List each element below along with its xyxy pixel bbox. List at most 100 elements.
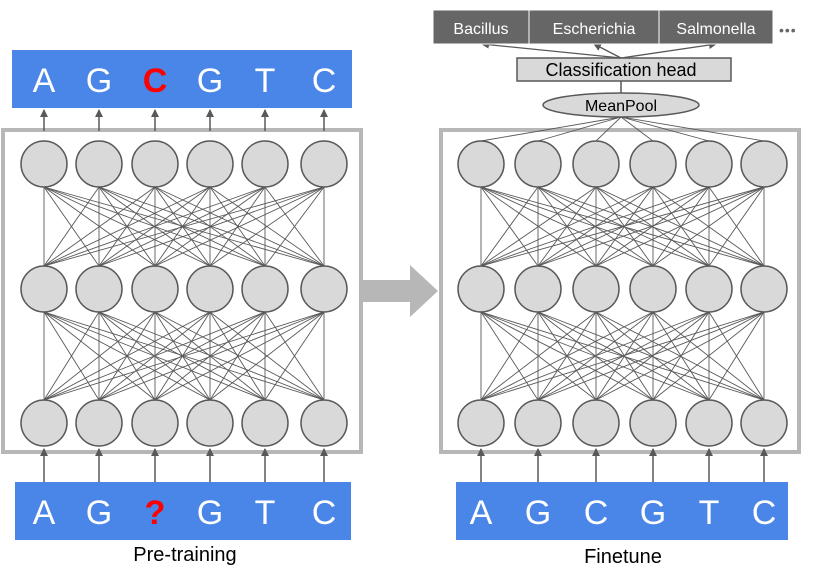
finetune-edge — [652, 186, 765, 267]
pretraining-node-l2-5 — [241, 265, 289, 313]
pretraining-input-token-6: C — [312, 494, 337, 532]
pretraining-input-token-3: ? — [145, 494, 166, 532]
pretraining-node-l3-5 — [241, 399, 289, 447]
pretraining-edge — [43, 311, 156, 401]
finetune-edge — [537, 186, 765, 267]
finetune-node-l1-6 — [740, 140, 788, 188]
finetune-node-l2-1 — [457, 265, 505, 313]
finetune-input-token-5: T — [699, 494, 720, 532]
finetune-nodes — [457, 140, 788, 447]
finetune-edges — [480, 186, 765, 401]
pretraining-input-token-2: G — [86, 494, 112, 532]
head-to-class-arrows — [481, 40, 717, 59]
pretraining-node-l2-1 — [20, 265, 68, 313]
pretraining-node-l1-3 — [131, 140, 179, 188]
finetune-edge — [480, 186, 710, 267]
pretraining-edge — [43, 186, 325, 267]
finetune-model — [439, 116, 801, 454]
finetune-edge — [480, 186, 654, 267]
pretraining-caption: Pre-training — [133, 544, 236, 566]
finetune-meanpool-edges — [480, 116, 765, 142]
finetune-input-token-4: G — [640, 494, 666, 532]
finetune-to-meanpool-edge — [620, 116, 654, 142]
pretraining-edge — [264, 311, 325, 401]
pretraining-node-l1-5 — [241, 140, 289, 188]
finetune-node-l1-5 — [685, 140, 733, 188]
pretraining-edge — [209, 311, 325, 401]
class-label-bacillus: Bacillus — [453, 21, 508, 38]
pretraining-nodes — [20, 140, 348, 447]
finetune-node-l2-5 — [685, 265, 733, 313]
pretraining-edges — [43, 186, 325, 401]
finetune-edge — [480, 311, 539, 401]
finetune-input-arrows — [477, 448, 768, 482]
finetune-edge — [480, 186, 765, 267]
finetune-to-meanpool-edge — [620, 116, 710, 142]
pretraining-node-l1-2 — [75, 140, 123, 188]
finetune-edge — [480, 311, 765, 401]
meanpool-label: MeanPool — [585, 98, 657, 115]
finetune-input-token-1: A — [470, 494, 493, 532]
finetune-caption: Finetune — [584, 546, 662, 568]
pretraining-edge — [43, 186, 211, 267]
finetune-node-l3-4 — [629, 399, 677, 447]
finetune-node-l2-3 — [572, 265, 620, 313]
pretraining-edge — [98, 311, 266, 401]
pretraining-node-l3-4 — [186, 399, 234, 447]
pretraining-edge — [43, 311, 211, 401]
pretraining-edge — [209, 186, 266, 267]
pretraining-input-arrows — [40, 448, 328, 482]
pretraining-output-token-1: A — [33, 62, 56, 100]
finetune-edge — [595, 186, 710, 267]
pretraining-node-l3-3 — [131, 399, 179, 447]
pretraining-edge — [154, 186, 266, 267]
pretraining-edge — [98, 186, 325, 267]
pretraining-edge — [264, 186, 325, 267]
pretraining-node-l2-4 — [186, 265, 234, 313]
pretraining-node-l1-6 — [300, 140, 348, 188]
finetune-node-l1-1 — [457, 140, 505, 188]
classification-head-label: Classification head — [545, 60, 696, 80]
finetune-frame — [439, 128, 801, 454]
finetune-input-token-2: G — [525, 494, 551, 532]
finetune-to-meanpool-edge — [480, 116, 622, 142]
finetune-edge — [652, 311, 710, 401]
pretraining-output-token-2: G — [86, 62, 112, 100]
pretraining-edge — [43, 311, 325, 401]
finetune-node-l2-2 — [514, 265, 562, 313]
pretraining-node-l2-3 — [131, 265, 179, 313]
finetune-edge — [595, 311, 765, 401]
finetune-to-meanpool-edge — [620, 116, 765, 142]
class-labels: Bacillus Escherichia Salmonella — [432, 9, 774, 45]
transfer-arrow — [362, 265, 438, 317]
pretraining-node-l1-4 — [186, 140, 234, 188]
finetune-node-l3-1 — [457, 399, 505, 447]
pretraining-edge — [154, 311, 266, 401]
finetune-edge — [480, 186, 539, 267]
pretraining-edge — [154, 311, 325, 401]
finetune-node-l3-5 — [685, 399, 733, 447]
finetune-node-l2-6 — [740, 265, 788, 313]
pretraining-node-l3-6 — [300, 399, 348, 447]
pretraining-input-token-4: G — [197, 494, 223, 532]
pretraining-frame — [1, 128, 363, 454]
pretraining-node-l3-2 — [75, 399, 123, 447]
pretraining-output-token-5: T — [255, 62, 276, 100]
pretraining-edge — [43, 186, 100, 267]
pretraining-edge — [98, 186, 266, 267]
finetune-edge — [480, 186, 597, 267]
finetune-edge — [652, 311, 765, 401]
pretraining-input-token-1: A — [33, 494, 56, 532]
finetune-edge — [595, 311, 654, 401]
pretraining-edge — [209, 311, 266, 401]
pretraining-edge — [43, 311, 100, 401]
class-label-escherichia: Escherichia — [553, 21, 636, 38]
finetune-node-l1-2 — [514, 140, 562, 188]
finetune-node-l1-3 — [572, 140, 620, 188]
pretraining-output-token-3: C — [143, 62, 168, 100]
pretraining-edge — [209, 186, 325, 267]
pretraining-input-token-5: T — [255, 494, 276, 532]
